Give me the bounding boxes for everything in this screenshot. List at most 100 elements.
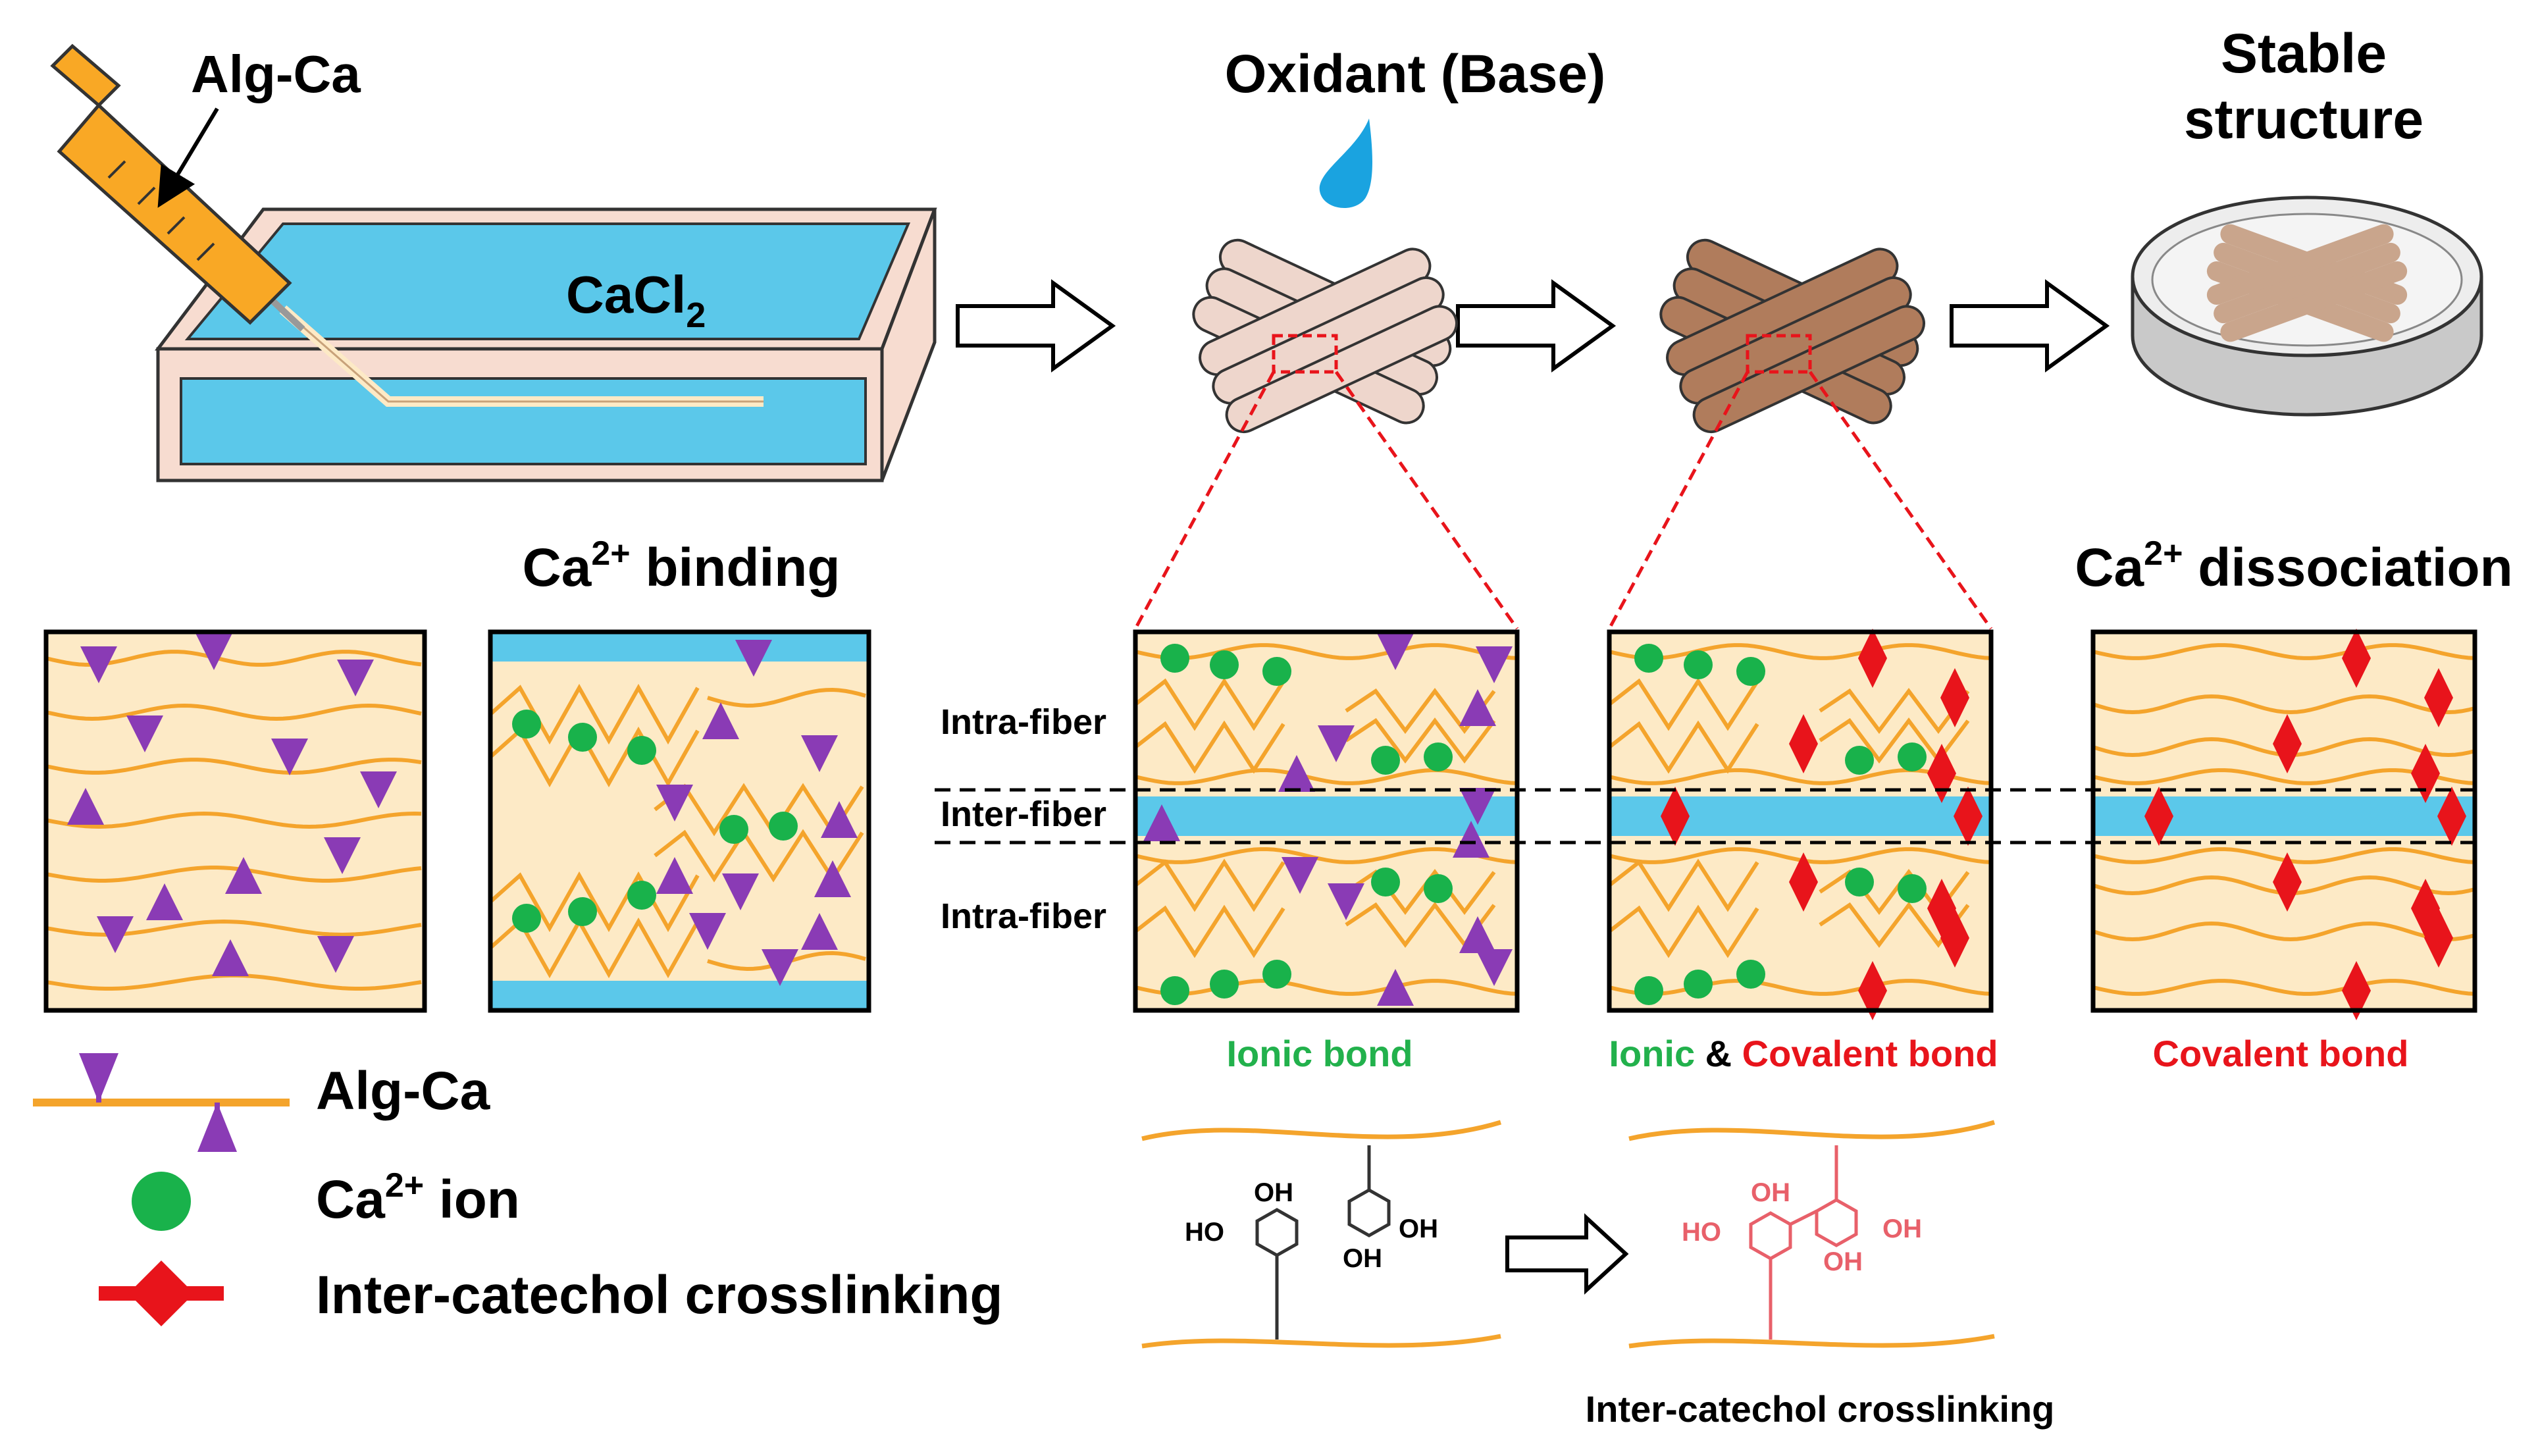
inter-fiber-band [1135, 796, 1517, 836]
ca-ion [1845, 868, 1874, 897]
alginate-chain [45, 811, 422, 829]
ca-ion [1424, 742, 1453, 771]
alg-ca-triangle [1459, 916, 1496, 953]
alg-ca-triangle [1278, 755, 1315, 792]
ca-ion [1210, 650, 1239, 679]
intra-fiber-label-1: Intra-fiber [941, 702, 1106, 742]
ca-ion [1371, 746, 1400, 775]
ca-ion [719, 815, 748, 844]
chem-arrow [1505, 1213, 1629, 1295]
cacl2-label: CaCl2 [566, 265, 706, 335]
alg-ca-triangle [1377, 969, 1414, 1006]
crosslink-diamond [1858, 961, 1887, 1020]
alg-ca-triangle [1459, 788, 1496, 825]
stable-label-line2: structure [2184, 88, 2423, 150]
alg-ca-label: Alg-Ca [191, 45, 361, 103]
alg-ca-triangle [821, 801, 858, 838]
alg-ca-triangle [1459, 689, 1496, 726]
crosslink-diamond [1940, 908, 1969, 968]
alg-ca-pointer-arrow [157, 107, 219, 208]
ca-binding-label: Ca2+ binding [523, 534, 841, 598]
ca-ion [1736, 960, 1765, 989]
fiber-bundle-tan [1192, 238, 1458, 434]
alg-ca-triangle [762, 949, 798, 986]
oh-label: OH [1882, 1214, 1922, 1243]
stable-label-line1: Stable [2221, 22, 2387, 84]
alg-ca-triangle [656, 785, 693, 821]
ca-ion [627, 736, 656, 765]
alg-ca-triangle [97, 916, 134, 953]
alg-ca-triangle [67, 788, 104, 825]
crosslink-diamond [2273, 852, 2302, 912]
ca-ion [1634, 976, 1663, 1005]
alg-ca-triangle [735, 640, 772, 677]
crosslink-diamond [1789, 852, 1818, 912]
alg-ca-triangle [1328, 883, 1364, 920]
ca-ion [1898, 742, 1927, 771]
crosslink-diamond [2424, 668, 2453, 727]
ca-ion [1160, 644, 1189, 673]
legend-alg-ca-label: Alg-Ca [316, 1061, 491, 1121]
oxidant-label: Oxidant (Base) [1225, 44, 1606, 104]
syringe [50, 43, 305, 332]
panel-ionic [1133, 629, 1520, 1013]
alg-ca-triangle [1377, 633, 1414, 670]
ca-ion [1898, 874, 1927, 903]
oh-label: OH [1751, 1178, 1790, 1207]
process-arrow-1 [956, 279, 1116, 373]
crosslink-diamond [1954, 787, 1983, 846]
legend: Alg-Ca Ca2+ ion Inter-catechol crosslink… [33, 1053, 1003, 1326]
oh-label: HO [1185, 1218, 1224, 1247]
alg-ca-triangle [195, 633, 232, 670]
fiber-bundle-brown [1659, 238, 1925, 434]
intra-fiber-label-2: Intra-fiber [941, 897, 1106, 936]
ca-ion [1424, 874, 1453, 903]
crosslink-diamond [2273, 714, 2302, 773]
crosslink-diamond [1661, 787, 1690, 846]
ca-ion [1160, 976, 1189, 1005]
crosslink-diamond [2342, 629, 2371, 688]
alginate-chain [45, 758, 422, 775]
crosslink-diamond [1940, 668, 1969, 727]
inter-fiber-label: Inter-fiber [941, 794, 1106, 834]
alg-ca-triangle [126, 715, 163, 752]
oh-label: HO [1682, 1218, 1721, 1247]
alg-ca-triangle [689, 913, 726, 950]
crosslink-diamond [1858, 629, 1887, 688]
catechol-before [1141, 1120, 1502, 1349]
ca-ion [1845, 746, 1874, 775]
ca-ion [1262, 960, 1291, 989]
crosslink-diamond [2437, 787, 2466, 846]
alg-ca-triangle [360, 771, 397, 808]
catechol-after [1628, 1120, 1996, 1349]
alg-ca-triangle [225, 857, 262, 894]
alg-ca-triangle [801, 735, 838, 772]
alg-ca-triangle [656, 857, 693, 894]
ionic-bond-label: Ionic bond [1226, 1033, 1413, 1074]
alg-ca-triangle [337, 660, 374, 696]
alg-ca-triangle [271, 739, 308, 775]
alg-ca-triangle [1318, 725, 1355, 762]
alginate-chain [45, 866, 422, 883]
legend-ca-ion-icon [132, 1172, 191, 1231]
ca-ion [568, 897, 597, 926]
alginate-chain [45, 703, 422, 721]
panel-ionic-covalent [1607, 629, 1994, 1020]
alg-ca-triangle [146, 883, 183, 920]
alg-ca-triangle [1476, 646, 1513, 683]
legend-crosslink-diamond [128, 1261, 194, 1326]
alg-ca-triangle [1143, 804, 1180, 841]
alg-ca-triangle [80, 646, 117, 683]
ca-ion [769, 812, 798, 841]
ca-ion [512, 904, 541, 933]
alg-ca-triangle [212, 939, 249, 976]
alg-ca-triangle [1453, 821, 1490, 858]
ca-ion [1634, 644, 1663, 673]
oh-label: OH [1254, 1178, 1293, 1207]
covalent-bond-label: Covalent bond [2153, 1033, 2409, 1074]
petri-dish [2131, 195, 2483, 417]
alg-ca-triangle [1476, 949, 1513, 986]
